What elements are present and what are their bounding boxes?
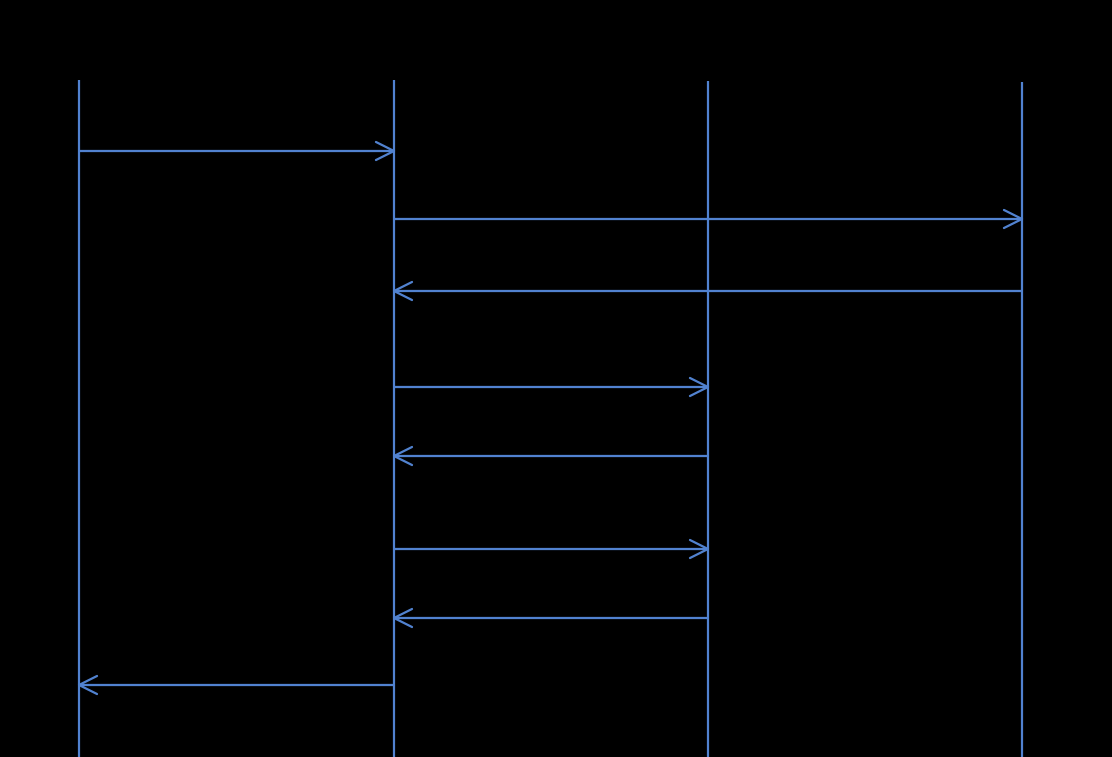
arrowhead-icon-4 <box>688 376 710 398</box>
message-7 <box>392 607 708 629</box>
message-3 <box>392 280 1022 302</box>
message-2 <box>394 208 1024 230</box>
arrowhead-icon-7 <box>392 607 414 629</box>
message-5 <box>392 445 708 467</box>
messages-group <box>77 140 1024 696</box>
arrowhead-icon-8 <box>77 674 99 696</box>
arrowhead-icon-6 <box>688 538 710 560</box>
message-8 <box>77 674 394 696</box>
lifelines-group <box>77 80 1024 757</box>
message-1 <box>79 140 396 162</box>
message-6 <box>394 538 710 560</box>
arrowhead-icon-3 <box>392 280 414 302</box>
message-4 <box>394 376 710 398</box>
arrowhead-icon-5 <box>392 445 414 467</box>
arrowhead-icon-1 <box>374 140 396 162</box>
arrowhead-icon-2 <box>1002 208 1024 230</box>
